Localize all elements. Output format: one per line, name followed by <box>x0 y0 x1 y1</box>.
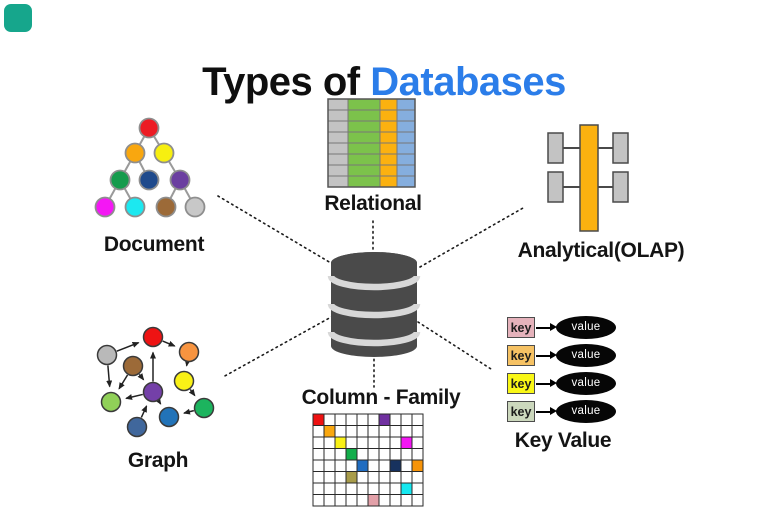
label-document: Document <box>103 233 205 256</box>
arrow-icon <box>536 407 557 415</box>
corner-logo <box>4 4 32 32</box>
value-ellipse: value <box>556 372 616 395</box>
value-ellipse: value <box>556 344 616 367</box>
key-box: key <box>507 317 535 338</box>
label-relational: Relational <box>324 192 422 215</box>
value-ellipse: value <box>556 400 616 423</box>
value-ellipse: value <box>556 316 616 339</box>
label-analytical-olap: Analytical(OLAP) <box>517 239 685 262</box>
graph-network-icon <box>96 326 215 438</box>
key-box: key <box>507 401 535 422</box>
column-family-grid-icon <box>312 413 424 507</box>
connector-lines <box>217 195 524 388</box>
arrow-icon <box>536 379 557 387</box>
arrow-icon <box>536 323 557 331</box>
key-value-row: key value <box>507 344 616 367</box>
analytical-olap-icon <box>547 124 629 232</box>
database-cylinder-icon <box>327 252 421 357</box>
arrow-icon <box>536 351 557 359</box>
title-highlight: Databases <box>370 59 566 104</box>
label-column-family: Column - Family <box>301 386 461 409</box>
page-title: Types of Databases <box>0 60 768 105</box>
key-box: key <box>507 373 535 394</box>
label-key-value: Key Value <box>514 429 612 452</box>
label-graph: Graph <box>127 449 189 472</box>
key-value-row: key value <box>507 400 616 423</box>
document-tree-icon <box>94 117 206 218</box>
key-value-icon: key value key value key value key value <box>507 316 616 428</box>
relational-table-icon <box>327 98 416 188</box>
key-box: key <box>507 345 535 366</box>
title-prefix: Types of <box>202 59 371 104</box>
key-value-row: key value <box>507 316 616 339</box>
key-value-row: key value <box>507 372 616 395</box>
